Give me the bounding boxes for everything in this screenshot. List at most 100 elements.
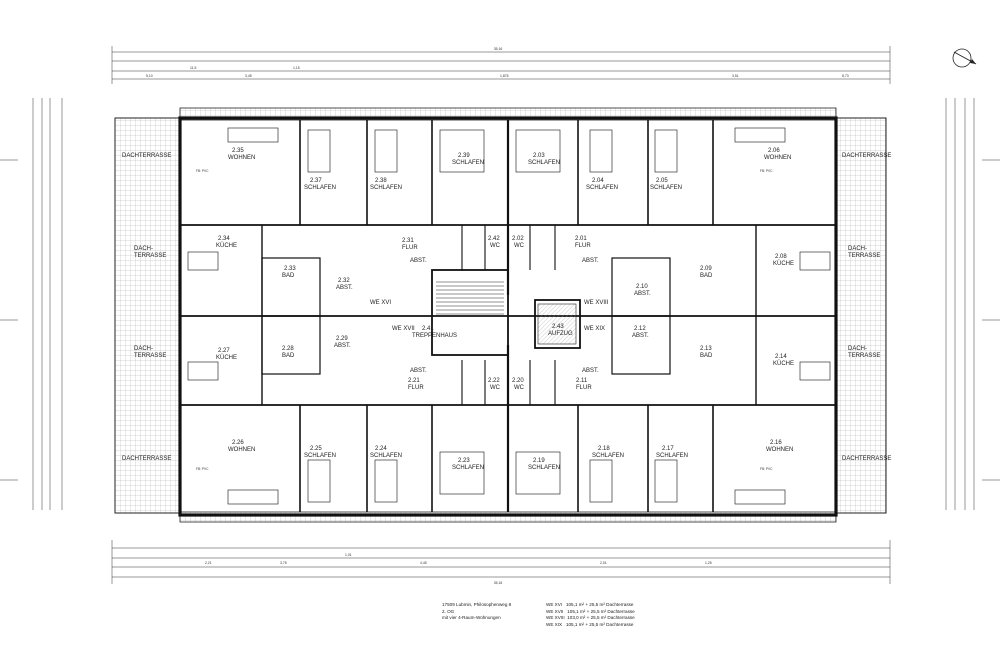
building-walls [178, 116, 838, 517]
svg-text:2,01: 2,01 [600, 561, 607, 565]
svg-text:TERRASSE: TERRASSE [848, 253, 880, 259]
north-arrow [952, 48, 977, 68]
svg-text:WC: WC [490, 243, 501, 249]
svg-text:SCHLAFEN: SCHLAFEN [650, 185, 682, 191]
svg-text:WOHNEN: WOHNEN [764, 155, 791, 161]
svg-text:ABST.: ABST. [582, 258, 599, 264]
svg-text:DACHTERRASSE: DACHTERRASSE [122, 456, 171, 462]
svg-text:2.01: 2.01 [575, 236, 587, 242]
svg-text:2.28: 2.28 [282, 346, 294, 352]
svg-text:2.13: 2.13 [700, 346, 712, 352]
unit-row: WE XVIII 103,0 m² + 25,5 m² Dachterrasse [546, 615, 635, 621]
svg-text:WC: WC [490, 385, 501, 391]
svg-text:DACHTERRASSE: DACHTERRASSE [842, 153, 891, 159]
room-number: 2.35 [232, 148, 244, 154]
svg-text:2.34: 2.34 [218, 236, 230, 242]
svg-text:2.06: 2.06 [768, 148, 780, 154]
svg-text:BAD: BAD [282, 273, 295, 279]
svg-text:DACH-: DACH- [848, 246, 867, 252]
unit-labels: WE XVI WE XVII WE XVIII WE XIX DACHTERRA… [122, 153, 891, 471]
svg-text:ABST.: ABST. [410, 368, 427, 374]
project-floor: 2. OG [442, 608, 455, 614]
room-name: WOHNEN [228, 155, 255, 161]
svg-text:2.12: 2.12 [634, 326, 646, 332]
svg-text:FB: PVC: FB: PVC [760, 467, 773, 471]
svg-text:1,01: 1,01 [345, 553, 352, 557]
svg-text:WE XIX: WE XIX [584, 326, 605, 332]
svg-text:2.31: 2.31 [402, 238, 414, 244]
svg-text:4,45: 4,45 [420, 561, 427, 565]
svg-text:2.41: 2.41 [422, 326, 434, 332]
svg-text:3,75: 3,75 [280, 561, 287, 565]
furniture [187, 127, 831, 505]
svg-text:TERRASSE: TERRASSE [848, 353, 880, 359]
unit-row: WE XVII 105,1 m² + 25,5 m² Dachterrasse [546, 608, 635, 614]
svg-text:2.14: 2.14 [775, 354, 787, 360]
svg-text:FLUR: FLUR [408, 385, 424, 391]
svg-text:2.33: 2.33 [284, 266, 296, 272]
svg-text:WE XVI: WE XVI [370, 300, 391, 306]
svg-text:SCHLAFEN: SCHLAFEN [656, 453, 688, 459]
svg-text:DACH-: DACH- [134, 346, 153, 352]
plan-legend: 17509 Lubmin, Philosophenweg 8 2. OG mit… [442, 602, 962, 642]
svg-text:AUFZUG: AUFZUG [548, 331, 573, 337]
terraces [114, 107, 887, 523]
svg-text:SCHLAFEN: SCHLAFEN [370, 185, 402, 191]
svg-text:DACH-: DACH- [134, 246, 153, 252]
svg-text:3,51: 3,51 [732, 74, 739, 78]
svg-text:WE XVII: WE XVII [392, 326, 415, 332]
svg-text:TERRASSE: TERRASSE [134, 253, 166, 259]
dimension-chains-bottom [111, 540, 891, 584]
svg-text:2,21: 2,21 [205, 561, 212, 565]
svg-text:WOHNEN: WOHNEN [766, 447, 793, 453]
svg-text:KÜCHE: KÜCHE [216, 354, 237, 361]
svg-text:5,10: 5,10 [146, 74, 153, 78]
room-labels: 2.35 WOHNEN 2.37 SCHLAFEN 2.38 SCHLAFEN … [216, 148, 794, 471]
svg-text:2.43: 2.43 [552, 324, 564, 330]
svg-text:2.22: 2.22 [488, 378, 500, 384]
svg-text:DACHTERRASSE: DACHTERRASSE [122, 153, 171, 159]
svg-text:FB: PVC: FB: PVC [760, 169, 773, 173]
unit-list: WE XVI 105,1 m² + 25,5 m² Dachterrasse W… [546, 602, 706, 628]
svg-text:2.23: 2.23 [458, 458, 470, 464]
svg-text:2.19: 2.19 [533, 458, 545, 464]
svg-text:2.38: 2.38 [375, 178, 387, 184]
svg-text:2.11: 2.11 [576, 378, 588, 384]
svg-text:2.09: 2.09 [700, 266, 712, 272]
project-address: 17509 Lubmin, Philosophenweg 8 [442, 602, 512, 607]
svg-text:2.04: 2.04 [592, 178, 604, 184]
svg-text:2.27: 2.27 [218, 348, 230, 354]
svg-text:2.39: 2.39 [458, 153, 470, 159]
svg-text:2.26: 2.26 [232, 440, 244, 446]
svg-text:WC: WC [514, 385, 525, 391]
svg-text:2.10: 2.10 [636, 284, 648, 290]
svg-text:TREPPENHAUS: TREPPENHAUS [412, 333, 457, 339]
dimension-chains-left [0, 98, 63, 510]
svg-text:BAD: BAD [282, 353, 295, 359]
dimension-chains-top [111, 46, 891, 84]
dimension-chains-right [945, 98, 1000, 510]
svg-text:2.29: 2.29 [336, 336, 348, 342]
overall-dimension: 35,16 [494, 47, 503, 51]
overall-dimension-bottom: 35,16 [494, 581, 503, 585]
svg-text:KÜCHE: KÜCHE [216, 242, 237, 249]
svg-text:3,45: 3,45 [245, 74, 252, 78]
svg-text:8,73: 8,73 [842, 74, 849, 78]
unit-row: WE XIX 105,1 m² + 25,5 m² Dachterrasse [546, 621, 634, 627]
svg-text:ABST.: ABST. [632, 333, 649, 339]
svg-text:1,15: 1,15 [293, 66, 300, 70]
svg-text:BAD: BAD [700, 353, 713, 359]
svg-text:ABST.: ABST. [336, 285, 353, 291]
svg-text:2.02: 2.02 [512, 236, 524, 242]
svg-text:2.03: 2.03 [533, 153, 545, 159]
svg-text:ABST.: ABST. [410, 258, 427, 264]
svg-text:2.20: 2.20 [512, 378, 524, 384]
svg-text:WE XVIII: WE XVIII [584, 300, 609, 306]
svg-text:2.21: 2.21 [408, 378, 420, 384]
svg-text:DACH-: DACH- [848, 346, 867, 352]
svg-text:FB: PVC: FB: PVC [196, 467, 209, 471]
svg-text:FB: PVC: FB: PVC [196, 169, 209, 173]
svg-text:SCHLAFEN: SCHLAFEN [592, 453, 624, 459]
project-description: mit vier 4-Raum-Wohnungen [442, 615, 501, 621]
svg-text:2.42: 2.42 [488, 236, 500, 242]
